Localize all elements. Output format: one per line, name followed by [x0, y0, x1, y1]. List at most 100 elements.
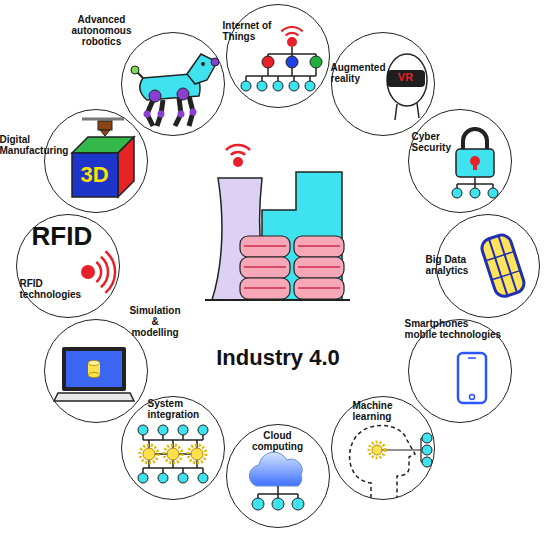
wifi-symbol	[226, 145, 250, 150]
iot-network-icon	[286, 33, 299, 36]
iot-network-icon	[291, 47, 293, 54]
icon-text: VR	[387, 71, 425, 83]
laptop-icon	[54, 393, 134, 401]
factory-illustration	[240, 257, 290, 278]
wifi-symbol	[231, 152, 245, 155]
ai-head-icon	[422, 445, 432, 455]
node-label: Cloud computing	[250, 430, 306, 452]
laptop-icon	[88, 373, 100, 378]
concept-circle: Internet of Things	[226, 4, 330, 108]
cloud-icon	[277, 486, 279, 494]
node-label: Smartphones mobile technologies	[405, 318, 503, 340]
concept-circle: Cloud computing	[226, 424, 330, 528]
iot-network-icon	[287, 37, 297, 47]
robot-dog-icon	[211, 58, 219, 66]
integration-network-icon	[142, 435, 144, 440]
ai-head-icon	[369, 442, 385, 458]
laptop-icon	[62, 347, 126, 391]
cloud-icon	[292, 498, 304, 510]
integration-network-icon	[202, 468, 204, 473]
data-storage-icon	[479, 233, 526, 299]
laptop-icon	[66, 351, 122, 387]
padlock-icon	[473, 163, 477, 170]
factory-illustration	[240, 278, 290, 299]
integration-network-icon	[138, 473, 148, 483]
iot-network-icon	[262, 56, 274, 68]
factory-illustration	[294, 278, 344, 299]
ai-head-icon	[422, 433, 432, 443]
node-label: Advanced autonomous robotics	[70, 14, 134, 47]
node-label: System integration	[148, 398, 208, 420]
iot-network-icon	[281, 27, 302, 31]
robot-dog-icon	[149, 90, 161, 102]
integration-network-icon	[158, 425, 168, 435]
iot-network-icon	[289, 81, 299, 91]
cloud-icon	[249, 452, 302, 486]
cloud-icon	[249, 452, 304, 510]
node-label: Simulation & modelling	[128, 305, 183, 338]
node-label: Machine learning	[353, 400, 403, 422]
vr-headset-icon	[387, 70, 425, 87]
ai-head-icon	[420, 438, 421, 462]
laptop-icon	[88, 361, 100, 366]
rfid-signal-icon	[105, 251, 115, 292]
data-storage-icon	[493, 271, 520, 280]
concept-circle: Advanced autonomous robotics	[121, 32, 225, 136]
integration-network-icon	[142, 468, 144, 473]
factory-illustration	[240, 236, 290, 257]
iot-network-icon	[305, 81, 315, 91]
rfid-signal-icon	[96, 262, 101, 282]
smartphone-icon	[458, 353, 486, 403]
concept-circle: System integration	[121, 396, 225, 500]
concept-circle: Big Data analytics	[436, 214, 540, 318]
node-label: Internet of Things	[223, 20, 285, 42]
padlock-icon	[474, 177, 476, 184]
wifi-symbol	[233, 157, 243, 167]
smartphone-icon	[468, 357, 476, 359]
ai-head-icon	[422, 457, 432, 467]
integration-network-icon	[178, 473, 188, 483]
node-label: Digital Manufacturing	[0, 134, 72, 156]
padlock-icon	[452, 129, 498, 198]
integration-network-icon	[182, 435, 184, 440]
smartphone-icon	[458, 353, 486, 403]
data-storage-icon	[479, 233, 526, 299]
concept-circle: Digital Manufacturing3D	[44, 109, 148, 213]
integration-network-icon	[167, 448, 179, 460]
iot-network-icon	[273, 81, 283, 91]
concept-circle: RFIDRFID technologies	[16, 214, 120, 318]
cloud-icon	[252, 498, 264, 510]
factory-illustration	[294, 257, 344, 278]
icon-text: 3D	[72, 163, 118, 187]
padlock-icon	[452, 188, 462, 198]
factory-illustration	[244, 287, 286, 289]
diagram-title: Industry 4.0	[188, 345, 368, 371]
laptop-icon	[54, 347, 134, 401]
integration-network-icon	[198, 473, 208, 483]
3d-printer-icon	[98, 121, 112, 130]
3d-printer-icon	[72, 119, 134, 197]
robot-dog-icon	[131, 54, 219, 126]
robot-dog-icon	[144, 111, 151, 118]
integration-network-icon	[202, 435, 204, 440]
integration-network-icon	[143, 448, 155, 460]
cloud-icon	[272, 498, 284, 510]
padlock-icon	[456, 149, 494, 177]
node-label: RFID	[32, 222, 98, 251]
padlock-icon	[488, 188, 498, 198]
integration-network-icon	[143, 467, 203, 469]
3d-printer-icon	[72, 153, 118, 197]
concept-circle: Cyber Security	[408, 109, 512, 213]
robot-dog-icon	[158, 111, 165, 118]
padlock-icon	[463, 129, 487, 149]
concept-circle: Smartphones mobile technologies	[408, 319, 512, 423]
3d-printer-icon	[82, 118, 124, 121]
padlock-icon	[492, 184, 494, 188]
3d-printer-icon	[118, 137, 134, 197]
integration-network-icon	[182, 468, 184, 473]
integration-network-icon	[158, 473, 168, 483]
robot-dog-icon	[178, 111, 185, 118]
integration-network-icon	[164, 445, 182, 463]
integration-network-icon	[162, 468, 164, 473]
